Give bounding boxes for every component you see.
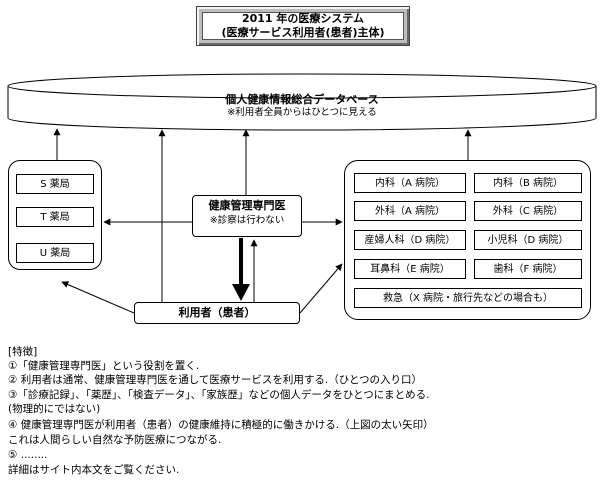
hospital-box: 歯科（F 病院） xyxy=(474,259,582,279)
feature-item: (物理的にではない) xyxy=(8,403,101,415)
pharmacy-box: U 薬局 xyxy=(16,243,94,263)
specialist-title: 健康管理専門医 xyxy=(208,199,286,212)
feature-item: ④ 健康管理専門医が利用者（患者）の健康維持に積極的に働きかける.（上図の太い矢… xyxy=(8,419,434,431)
database-note: ※利用者全員からはひとつに見える xyxy=(227,107,377,118)
hospital-box: 耳鼻科（E 病院） xyxy=(354,259,466,279)
database-cylinder xyxy=(7,73,597,131)
feature-item: 詳細はサイト内本文をご覧ください. xyxy=(8,464,180,476)
features-heading: [特徴] xyxy=(8,346,38,358)
user-pharmacy-arrow xyxy=(61,281,135,314)
hospital-box: 産婦人科（D 病院） xyxy=(354,230,466,250)
specialist-note: ※診察は行わない xyxy=(209,215,285,226)
hospital-box: 内科（B 病院） xyxy=(474,173,582,193)
specialist-box xyxy=(192,195,302,237)
hospital-box: 外科（C 病院） xyxy=(474,201,582,221)
hospital-box: 外科（A 病院） xyxy=(354,201,466,221)
thick-arrow-head xyxy=(232,284,250,301)
feature-item: ② 利用者は通常、健康管理専門医を通して医療サービスを利用する.（ひとつの入り口… xyxy=(8,374,423,386)
pharmacy-box: T 薬局 xyxy=(16,207,94,227)
hospital-box: 小児科（D 病院） xyxy=(474,230,582,250)
hospital-box: 内科（A 病院） xyxy=(354,173,466,193)
database-label: 個人健康情報総合データベース xyxy=(225,93,379,106)
feature-item: これは人間らしい自然な予防医療につながる. xyxy=(8,434,222,446)
title-line-1: 2011 年の医療システム xyxy=(241,12,365,25)
user-box: 利用者（患者） xyxy=(134,302,300,324)
diagram-title-plate: 2011 年の医療システム (医療サービス利用者(患者)主体) xyxy=(196,6,410,46)
user-hospital-arrow xyxy=(299,263,343,314)
title-line-2: (医療サービス利用者(患者)主体) xyxy=(221,26,385,39)
pharmacy-box: S 薬局 xyxy=(16,174,94,194)
feature-item: ⑤ ........ xyxy=(8,449,48,461)
feature-item: ③「診療記録」、「薬歴」、「検査データ」、「家族歴」などの個人データをひとつにま… xyxy=(8,389,430,401)
feature-item: ①「健康管理専門医」という役割を置く. xyxy=(8,360,200,372)
emergency-box: 救急（X 病院・旅行先などの場合も） xyxy=(354,288,582,308)
